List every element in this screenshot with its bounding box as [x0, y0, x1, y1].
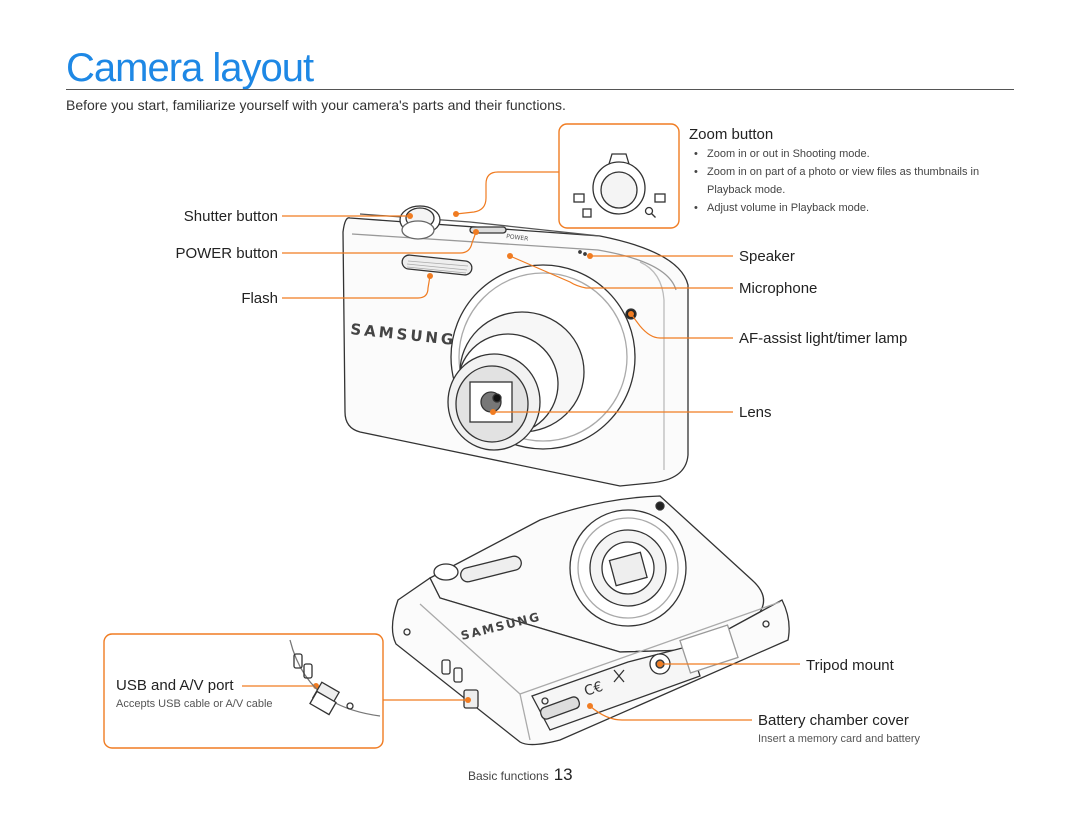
- zoom-bullet: Zoom in or out in Shooting mode.: [689, 145, 1019, 163]
- lens-label: Lens: [739, 404, 772, 421]
- front-camera-drawing: SAMSUNG POWER: [342, 205, 689, 487]
- zoom-bullet: Zoom in on part of a photo or view files…: [689, 163, 1019, 199]
- bottom-camera-drawing: SAMSUNG C€: [391, 495, 790, 746]
- usb-port-label: USB and A/V port: [116, 677, 234, 694]
- usb-callout-box: [103, 633, 384, 749]
- zoom-bullet-list: Zoom in or out in Shooting mode. Zoom in…: [689, 145, 1019, 217]
- zoom-callout-box: [558, 123, 680, 229]
- battery-cover-note: Insert a memory card and battery: [758, 733, 921, 745]
- svg-text:C€: C€: [582, 679, 605, 700]
- tripod-mount-label: Tripod mount: [806, 657, 894, 674]
- title-divider: [66, 89, 1014, 90]
- speaker-label: Speaker: [739, 248, 795, 265]
- zoom-lever-drawing: [573, 153, 666, 218]
- battery-cover-label: Battery chamber cover: [758, 712, 909, 729]
- power-button-label: POWER button: [175, 245, 278, 262]
- usb-port-drawing: [289, 639, 381, 717]
- zoom-button-label: Zoom button: [689, 126, 774, 143]
- shutter-button-label: Shutter button: [183, 208, 278, 225]
- page-number: 13: [553, 765, 573, 784]
- page-footer: Basic functions 13: [468, 765, 573, 785]
- callout-lines: [103, 123, 800, 749]
- usb-port-note: Accepts USB cable or A/V cable: [116, 698, 273, 710]
- callout-dots: [313, 211, 663, 709]
- af-assist-label: AF-assist light/timer lamp: [739, 330, 908, 347]
- intro-text: Before you start, familiarize yourself w…: [66, 97, 566, 113]
- microphone-label: Microphone: [739, 280, 818, 297]
- flash-label: Flash: [241, 290, 278, 307]
- zoom-bullet: Adjust volume in Playback mode.: [689, 199, 1019, 217]
- page-title: Camera layout: [66, 46, 314, 90]
- footer-section: Basic functions: [468, 769, 549, 783]
- power-label-text: POWER: [506, 233, 529, 243]
